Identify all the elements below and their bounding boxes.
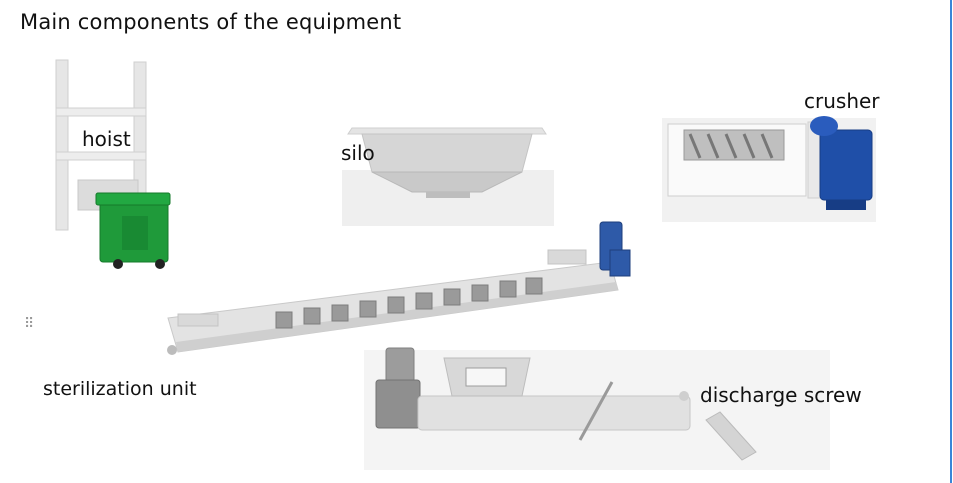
silo-illustration bbox=[342, 127, 554, 226]
discharge-screw-illustration bbox=[364, 347, 830, 470]
drag-handle-icon[interactable]: ⠿ bbox=[24, 316, 34, 332]
label-silo: silo bbox=[341, 141, 375, 165]
page-title: Main components of the equipment bbox=[20, 10, 402, 34]
label-discharge-screw: discharge screw bbox=[700, 383, 862, 407]
crusher-illustration bbox=[662, 116, 876, 222]
label-crusher: crusher bbox=[804, 89, 880, 113]
hoist-illustration bbox=[55, 59, 171, 269]
slide-edge-accent bbox=[950, 0, 952, 483]
label-sterilization-unit: sterilization unit bbox=[43, 378, 197, 400]
label-hoist: hoist bbox=[82, 127, 131, 151]
sterilization-unit-illustration bbox=[167, 221, 631, 355]
